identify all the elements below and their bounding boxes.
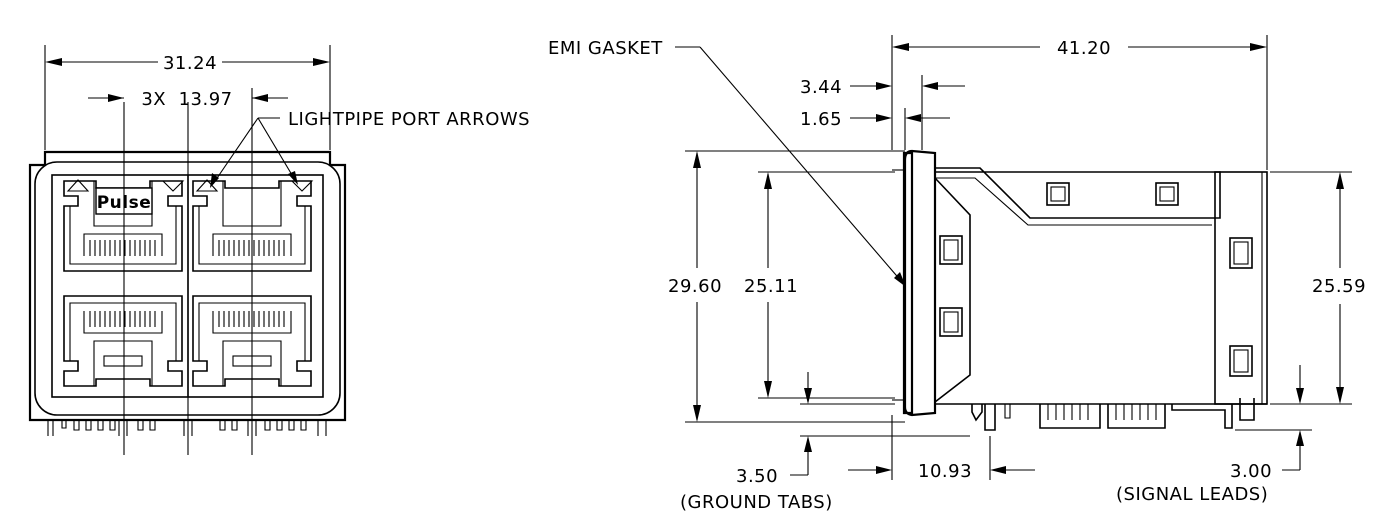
front-view: Pulse 31.24 3X 13.97 <box>28 45 530 455</box>
emi-gasket-label: EMI GASKET <box>548 38 663 59</box>
front-housing-outline <box>28 150 347 422</box>
dim-height-total: 29.60 <box>668 150 905 423</box>
dim-height-rear: 25.59 <box>1270 171 1366 405</box>
top-cover <box>935 167 1221 219</box>
ground-tabs-label: (GROUND TABS) <box>680 492 833 513</box>
dim-overall-width-text: 31.24 <box>163 53 217 74</box>
dim-signal-leads-text: 3.00 <box>1230 461 1272 482</box>
lightpipe-callout: LIGHTPIPE PORT ARROWS <box>210 109 530 188</box>
emi-gasket-callout: EMI GASKET <box>548 38 906 287</box>
jack-bottom-left <box>63 295 183 387</box>
dim-lead-offset: 10.93 <box>848 415 1035 482</box>
vent-squares <box>939 182 1253 377</box>
dim-overall-length: 41.20 <box>891 35 1268 170</box>
dim-signal-leads: 3.00 (SIGNAL LEADS) <box>1116 365 1312 505</box>
side-view: 41.20 3.44 1.65 EMI GASKET <box>548 35 1366 513</box>
front-flange <box>903 149 937 417</box>
dim-lead-offset-text: 10.93 <box>918 461 972 482</box>
dim-overall-width: 31.24 <box>44 45 331 150</box>
bottom-leads <box>971 398 1255 431</box>
dim-port-pitch: 3X 13.97 <box>88 89 288 110</box>
dim-height-total-text: 29.60 <box>668 276 722 297</box>
lightpipe-arrow-down-icon <box>290 180 314 192</box>
dim-ground-tabs: 3.50 (GROUND TABS) <box>680 372 970 513</box>
lightpipe-arrow-down-icon <box>161 180 185 192</box>
dim-overall-length-text: 41.20 <box>1057 38 1111 59</box>
signal-leads-label: (SIGNAL LEADS) <box>1116 484 1268 505</box>
lightpipe-label: LIGHTPIPE PORT ARROWS <box>288 109 530 130</box>
front-pins <box>47 420 327 436</box>
dim-flange-inner: 1.65 <box>800 108 950 150</box>
lightpipe-arrow-up-icon <box>66 179 90 192</box>
dim-flange-inner-text: 1.65 <box>800 109 842 130</box>
dim-port-pitch-text: 3X 13.97 <box>141 89 232 110</box>
dim-flange-outer: 3.44 <box>800 75 965 150</box>
dim-ground-tabs-text: 3.50 <box>736 466 778 487</box>
rear-wall <box>1214 171 1268 405</box>
dim-flange-outer-text: 3.44 <box>800 77 842 98</box>
dim-height-rear-text: 25.59 <box>1312 276 1366 297</box>
dim-height-body-text: 25.11 <box>744 276 798 297</box>
front-sleeve <box>934 177 971 403</box>
dim-height-body: 25.11 <box>744 171 895 399</box>
